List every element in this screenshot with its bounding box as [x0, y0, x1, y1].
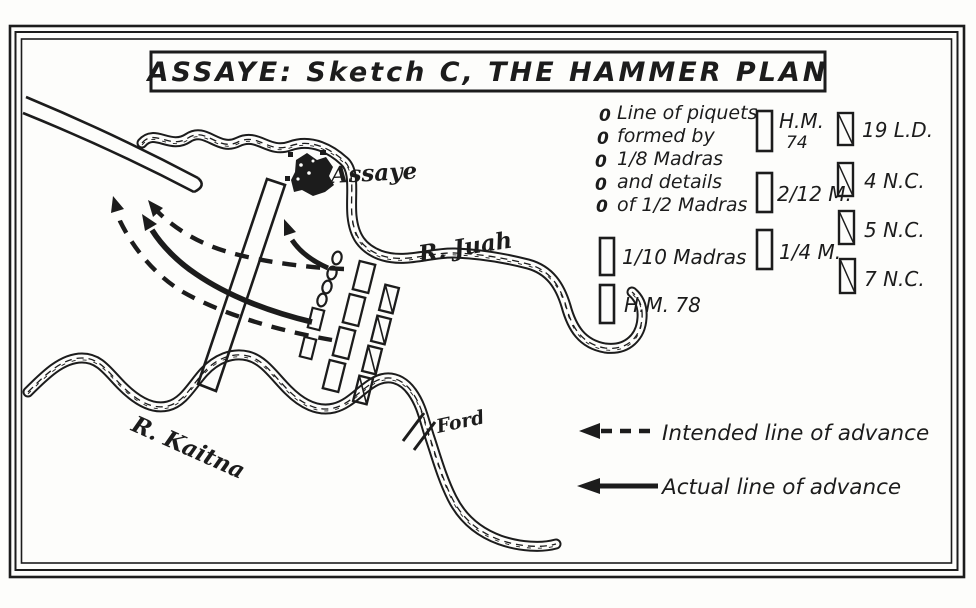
- piquet-note-line-4: and details: [617, 171, 722, 193]
- legend-infantry-mid: H.M. 74 2/12 M. 1/4 M.: [755, 109, 852, 271]
- piquet-marker-2: 0: [595, 152, 607, 172]
- piquet-line-ovals: [298, 250, 343, 361]
- cavalry-symbol-19ld: [836, 111, 855, 147]
- piquet-note-line-3: 1/8 Madras: [617, 148, 723, 170]
- river-kaitna-label: R. Kaitna: [127, 410, 249, 484]
- unit-14m-label: 1/4 M.: [779, 240, 841, 264]
- piquet-note-line-2: formed by: [617, 125, 715, 147]
- ford-marks: Ford: [401, 406, 486, 451]
- diagonal-unit-line: [196, 177, 287, 393]
- piquet-marker-4: 0: [596, 197, 608, 217]
- cavalry-column: [351, 283, 401, 406]
- assaye-village: Assaye: [285, 150, 418, 196]
- unit-5nc-label: 5 N.C.: [864, 218, 925, 242]
- unit-110-madras-label: 1/10 Madras: [622, 245, 746, 269]
- cavalry-symbol-5nc: [837, 209, 856, 246]
- intended-advance-arrow-inner: [148, 200, 345, 272]
- infantry-column: [321, 259, 377, 394]
- unit-212m-label: 2/12 M.: [777, 182, 852, 206]
- piquet-marker-3: 0: [595, 175, 607, 195]
- unit-19ld-label: 19 L.D.: [862, 118, 933, 142]
- actual-advance-arrow: [142, 214, 313, 325]
- cavalry-symbol-7nc: [838, 257, 857, 295]
- unit-hm74-label-bottom: 74: [786, 133, 808, 153]
- assaye-label: Assaye: [328, 157, 418, 189]
- intended-advance-label: Intended line of advance: [662, 421, 929, 446]
- legend-advance: Intended line of advance Actual line of …: [577, 421, 929, 500]
- actual-advance-label: Actual line of advance: [660, 475, 901, 500]
- legend-infantry-left: 1/10 Madras H.M. 78: [598, 236, 746, 325]
- piquet-marker-0: 0: [599, 106, 611, 126]
- northwest-road-band: [22, 95, 203, 194]
- cavalry-symbol-4nc: [836, 161, 855, 198]
- intended-advance-symbol: [579, 423, 658, 439]
- unit-4nc-label: 4 N.C.: [864, 169, 925, 193]
- legend-piquets: 0 0 0 0 0 Line of piquets formed by 1/8 …: [595, 102, 758, 217]
- unit-hm74-label-top: H.M.: [779, 109, 824, 133]
- legend-cavalry: 19 L.D. 4 N.C. 5 N.C. 7 N.C.: [836, 111, 933, 295]
- piquet-note-line-1: Line of piquets: [617, 102, 758, 124]
- actual-advance-symbol: [577, 478, 658, 494]
- ford-label: Ford: [433, 406, 486, 438]
- piquet-note-line-5: of 1/2 Madras: [617, 194, 748, 216]
- page-title: ASSAYE: Sketch C, THE HAMMER PLAN: [146, 57, 829, 88]
- river-kaitna: [22, 349, 562, 552]
- unit-hm78-label: H.M. 78: [624, 293, 701, 317]
- map-frame: [8, 24, 966, 579]
- title-box: ASSAYE: Sketch C, THE HAMMER PLAN: [146, 50, 829, 93]
- piquet-marker-1: 0: [597, 129, 609, 149]
- actual-advance-arrow-right: [284, 219, 330, 271]
- unit-7nc-label: 7 N.C.: [864, 267, 925, 291]
- river-juah: [136, 129, 648, 354]
- intended-advance-arrow-outer: [111, 196, 333, 343]
